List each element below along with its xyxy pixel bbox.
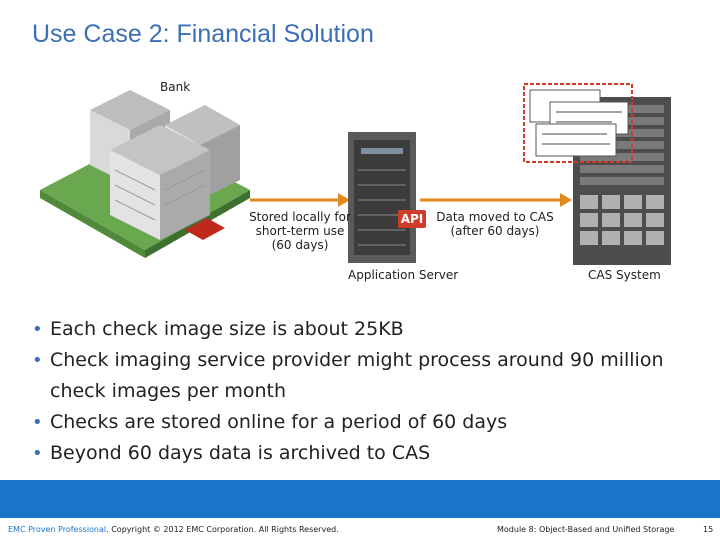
application-server-label: Application Server [348, 268, 459, 282]
bullet-item: •Beyond 60 days data is archived to CAS [30, 438, 690, 469]
bullet-item: •Each check image size is about 25KB [30, 314, 690, 345]
bullet-list: •Each check image size is about 25KB •Ch… [30, 314, 690, 469]
bullet-dot-icon: • [32, 443, 43, 464]
bank-label: Bank [160, 80, 191, 94]
bullet-item: •Checks are stored online for a period o… [30, 407, 690, 438]
footer-module: Module 8: Object-Based and Unified Stora… [497, 525, 675, 534]
application-server-icon [348, 132, 416, 263]
slide-title: Use Case 2: Financial Solution [32, 20, 374, 48]
api-badge: API [398, 210, 426, 228]
flow-arrows [250, 193, 572, 207]
bullet-dot-icon: • [32, 319, 43, 340]
footer: EMC Proven Professional. Copyright © 201… [0, 518, 720, 540]
bullet-item: •Check imaging service provider might pr… [30, 345, 690, 407]
data-moved-label: Data moved to CAS (after 60 days) [436, 210, 554, 238]
bullet-dot-icon: • [32, 350, 43, 371]
cas-system-label: CAS System [588, 268, 661, 282]
check-images-icon [523, 83, 633, 163]
bullet-dot-icon: • [32, 412, 43, 433]
stored-locally-label: Stored locally for short-term use (60 da… [249, 210, 351, 252]
footer-band [0, 480, 720, 518]
page-number: 15 [703, 525, 714, 534]
bank-illustration [40, 90, 250, 258]
footer-copyright: EMC Proven Professional. Copyright © 201… [8, 525, 339, 534]
